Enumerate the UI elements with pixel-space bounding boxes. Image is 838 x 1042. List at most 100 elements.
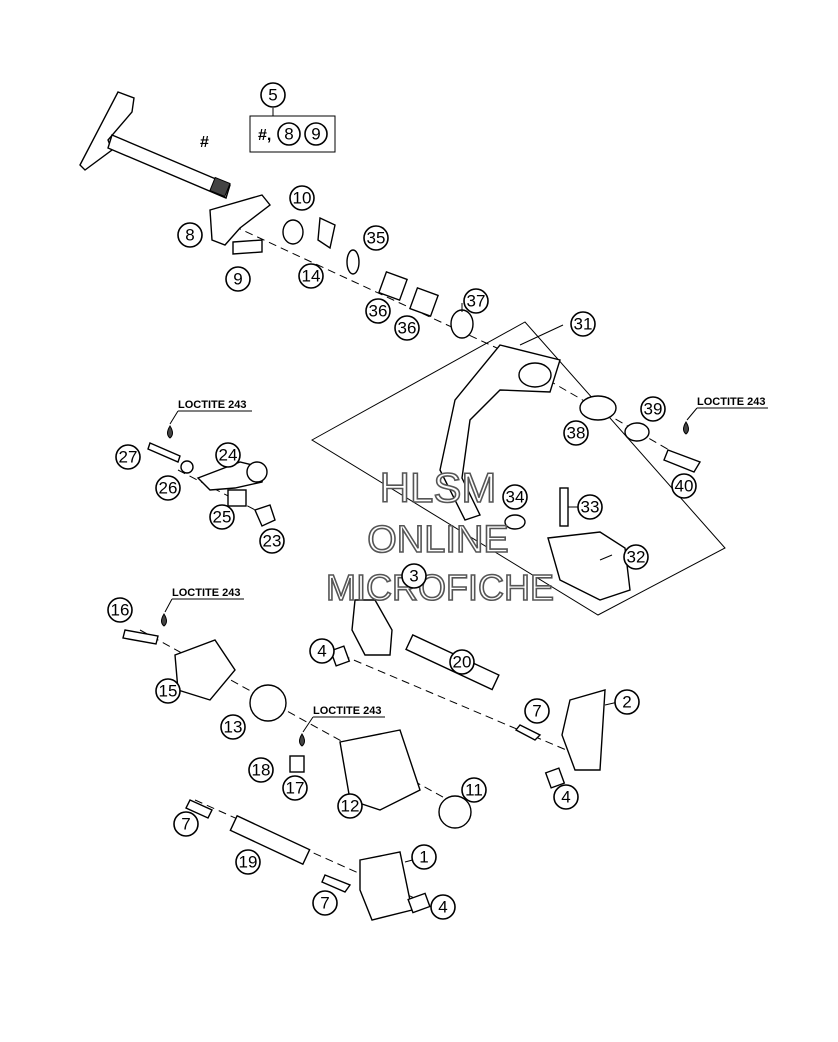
- shift-shaft: [79, 91, 271, 246]
- svg-text:7: 7: [320, 894, 329, 913]
- shift-shaft-axis: [209, 214, 541, 369]
- fork-and-shaft-group: [185, 599, 606, 921]
- svg-text:40: 40: [675, 477, 694, 496]
- shift-pedal: [439, 344, 702, 601]
- svg-text:1: 1: [419, 848, 428, 867]
- svg-text:25: 25: [213, 508, 232, 527]
- upper-small-parts: [232, 216, 474, 339]
- svg-text:15: 15: [159, 682, 178, 701]
- callout-32: 32: [623, 544, 649, 570]
- callout-19: 19: [235, 849, 261, 875]
- svg-text:12: 12: [341, 797, 360, 816]
- loctite-label-lever: LOCTITE 243: [178, 399, 246, 411]
- svg-text:5: 5: [268, 86, 277, 105]
- svg-text:3: 3: [409, 567, 418, 586]
- callout-9: 9: [225, 266, 251, 292]
- callout-8: 8: [177, 222, 203, 248]
- kit-prefix: #,: [258, 127, 271, 144]
- svg-text:32: 32: [627, 548, 646, 567]
- callout-16: 16: [107, 597, 133, 623]
- callout-37: 37: [463, 288, 489, 314]
- svg-text:19: 19: [239, 853, 258, 872]
- svg-text:36: 36: [398, 319, 417, 338]
- callout-18: 18: [248, 757, 274, 783]
- callout-24: 24: [215, 442, 241, 468]
- callout-26: 26: [155, 475, 181, 501]
- watermark-line-3: MICROFICHE: [326, 567, 554, 608]
- svg-text:8: 8: [185, 226, 194, 245]
- shift-drum-group: [122, 629, 472, 829]
- svg-text:4: 4: [438, 898, 447, 917]
- svg-text:24: 24: [219, 446, 238, 465]
- callout-27: 27: [115, 444, 141, 470]
- callout-4a: 4: [309, 638, 335, 664]
- svg-text:31: 31: [574, 315, 593, 334]
- svg-text:2: 2: [622, 693, 631, 712]
- watermark: HLSM ONLINE MICROFICHE: [325, 463, 555, 609]
- callout-7b: 7: [173, 811, 199, 837]
- kit-item-b: 9: [311, 125, 320, 144]
- callout-36a: 36: [365, 298, 391, 324]
- svg-text:34: 34: [506, 488, 525, 507]
- svg-text:26: 26: [159, 479, 178, 498]
- callout-25: 25: [209, 504, 235, 530]
- kit-box: [249, 115, 336, 153]
- svg-text:14: 14: [302, 267, 321, 286]
- callout-4c: 4: [430, 894, 456, 920]
- svg-text:37: 37: [467, 292, 486, 311]
- svg-text:35: 35: [367, 229, 386, 248]
- callout-38: 38: [563, 420, 589, 446]
- loctite-drops: [161, 421, 689, 747]
- callout-31: 31: [570, 311, 596, 337]
- svg-text:10: 10: [293, 189, 312, 208]
- svg-text:23: 23: [263, 532, 282, 551]
- callout-4b: 4: [553, 784, 579, 810]
- callout-15: 15: [155, 678, 181, 704]
- shift-lever-group: [147, 442, 276, 527]
- callout-20: 20: [449, 649, 475, 675]
- svg-text:9: 9: [233, 270, 242, 289]
- callout-13: 13: [220, 714, 246, 740]
- fork-shaft-upper-axis: [329, 649, 591, 761]
- shaft-marker: #: [200, 134, 209, 151]
- shift-lever-axis: [177, 469, 266, 516]
- pedal-bolt-axis: [547, 379, 691, 463]
- callouts: 5 8 9 10 14 35 36 36 37 31 38 39 40 34 3…: [107, 82, 697, 920]
- svg-text:39: 39: [644, 400, 663, 419]
- pedal-assembly-outline: [311, 321, 726, 616]
- svg-text:17: 17: [286, 779, 305, 798]
- loctite-label-drum: LOCTITE 243: [172, 587, 240, 599]
- callout-39: 39: [640, 396, 666, 422]
- callout-10: 10: [289, 185, 315, 211]
- svg-text:7: 7: [181, 815, 190, 834]
- svg-text:13: 13: [224, 718, 243, 737]
- callout-12: 12: [337, 793, 363, 819]
- callout-2: 2: [614, 689, 640, 715]
- svg-text:11: 11: [465, 781, 483, 800]
- callout-7a: 7: [524, 698, 550, 724]
- callout-35: 35: [363, 225, 389, 251]
- loctite-label-stop: LOCTITE 243: [313, 705, 381, 717]
- callout-3: 3: [401, 563, 427, 589]
- kit-item-a: 8: [284, 125, 293, 144]
- callout-5: 5: [260, 82, 286, 108]
- callout-40: 40: [671, 473, 697, 499]
- callout-17: 17: [282, 775, 308, 801]
- svg-text:7: 7: [532, 702, 541, 721]
- svg-text:27: 27: [119, 448, 138, 467]
- callout-33: 33: [577, 494, 603, 520]
- svg-text:4: 4: [561, 788, 570, 807]
- callout-11: 11: [461, 777, 487, 803]
- svg-text:4: 4: [317, 642, 326, 661]
- svg-text:20: 20: [453, 653, 472, 672]
- callout-1: 1: [411, 844, 437, 870]
- watermark-line-1: HLSM: [380, 464, 497, 511]
- svg-text:36: 36: [369, 302, 388, 321]
- svg-text:18: 18: [252, 761, 271, 780]
- watermark-line-2: ONLINE: [367, 519, 508, 561]
- svg-text:38: 38: [567, 424, 586, 443]
- callout-14: 14: [298, 263, 324, 289]
- callout-34: 34: [502, 484, 528, 510]
- svg-text:33: 33: [581, 498, 600, 517]
- callout-23: 23: [259, 528, 285, 554]
